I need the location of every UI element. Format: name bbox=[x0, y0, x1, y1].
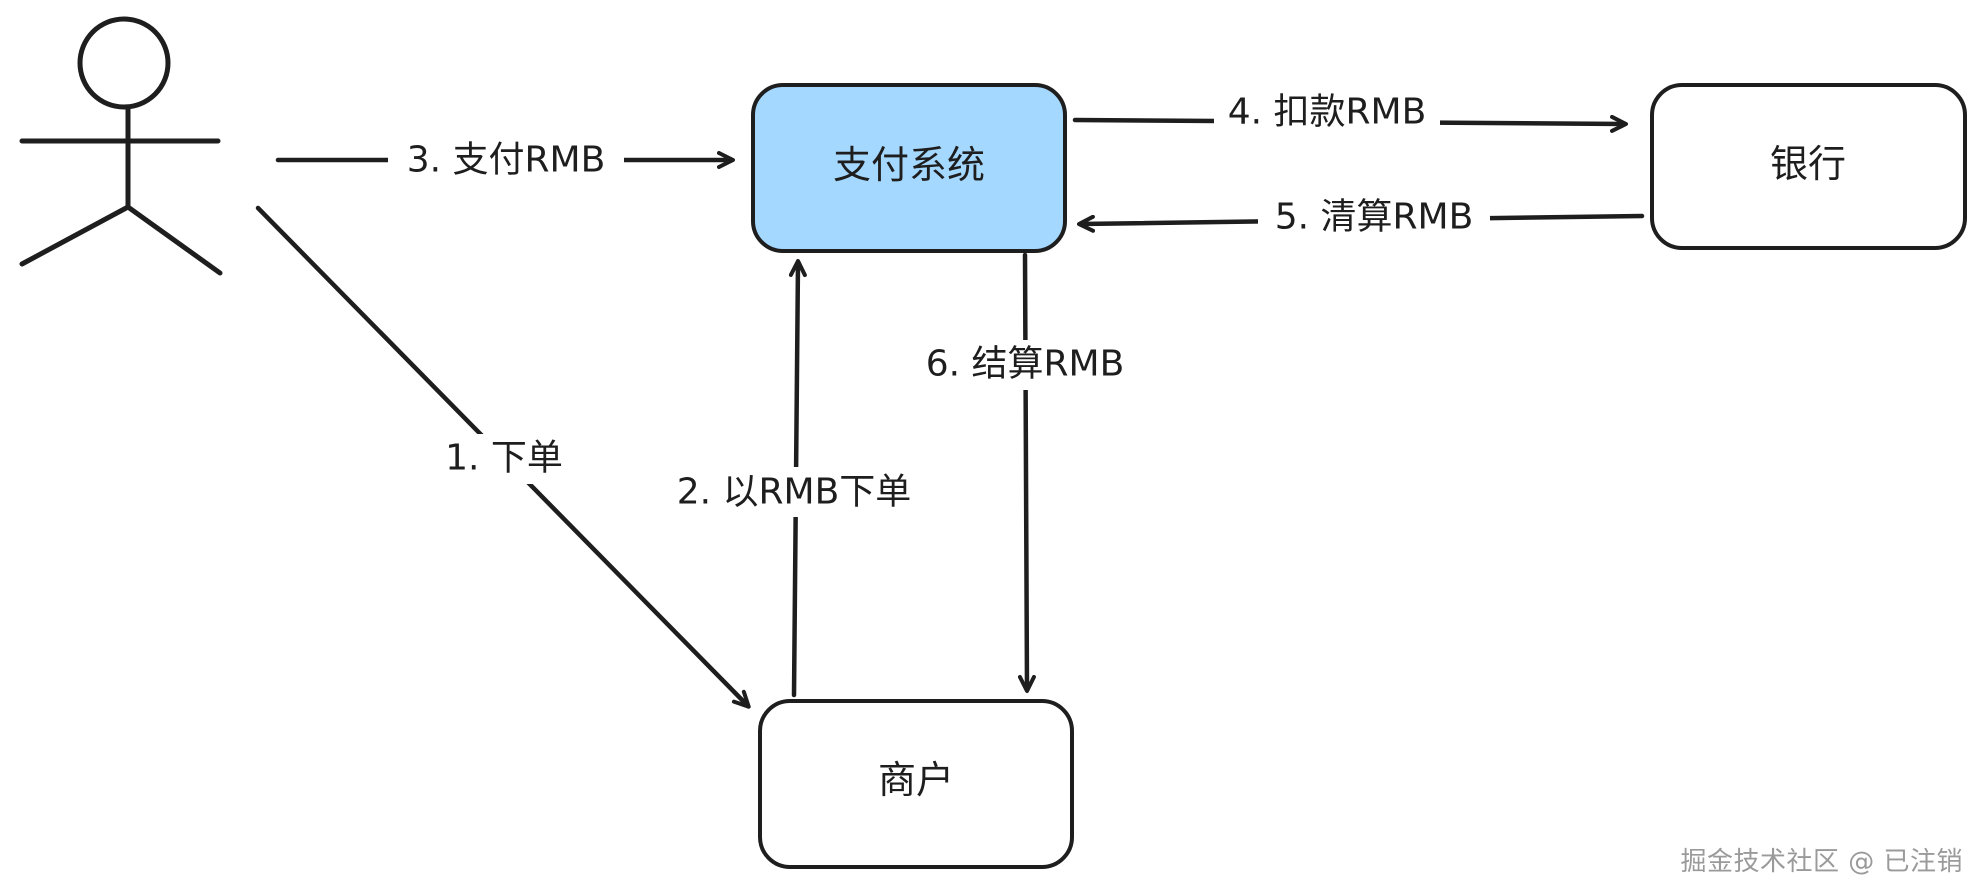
edge-label-4: 4. 扣款RMB bbox=[1214, 87, 1440, 137]
edge-label-3: 3. 支付RMB bbox=[388, 136, 624, 186]
edge-settlement-rmb bbox=[1017, 252, 1036, 693]
edge-label-2-text: 2. 以RMB下单 bbox=[677, 472, 912, 513]
node-bank-label: 银行 bbox=[1770, 142, 1846, 186]
edge-label-5-text: 5. 清算RMB bbox=[1275, 197, 1474, 238]
edge-label-5: 5. 清算RMB bbox=[1258, 192, 1490, 242]
edge-label-6-text: 6. 结算RMB bbox=[926, 344, 1125, 385]
edge-label-3-text: 3. 支付RMB bbox=[407, 140, 606, 181]
edge-label-6: 6. 结算RMB bbox=[910, 340, 1140, 390]
edge-label-4-text: 4. 扣款RMB bbox=[1228, 92, 1427, 133]
edge-label-1-text: 1. 下单 bbox=[445, 438, 563, 479]
node-payment-system-label: 支付系统 bbox=[833, 143, 985, 187]
user-actor-icon bbox=[19, 16, 223, 276]
node-payment-system: 支付系统 bbox=[751, 83, 1067, 253]
node-merchant-label: 商户 bbox=[878, 758, 954, 802]
edge-label-1: 1. 下单 bbox=[434, 434, 574, 484]
edge-label-2: 2. 以RMB下单 bbox=[662, 467, 926, 517]
node-bank: 银行 bbox=[1650, 83, 1967, 250]
node-merchant: 商户 bbox=[758, 699, 1074, 869]
watermark-text: 掘金技术社区 @ 已注销 bbox=[1680, 847, 1963, 877]
